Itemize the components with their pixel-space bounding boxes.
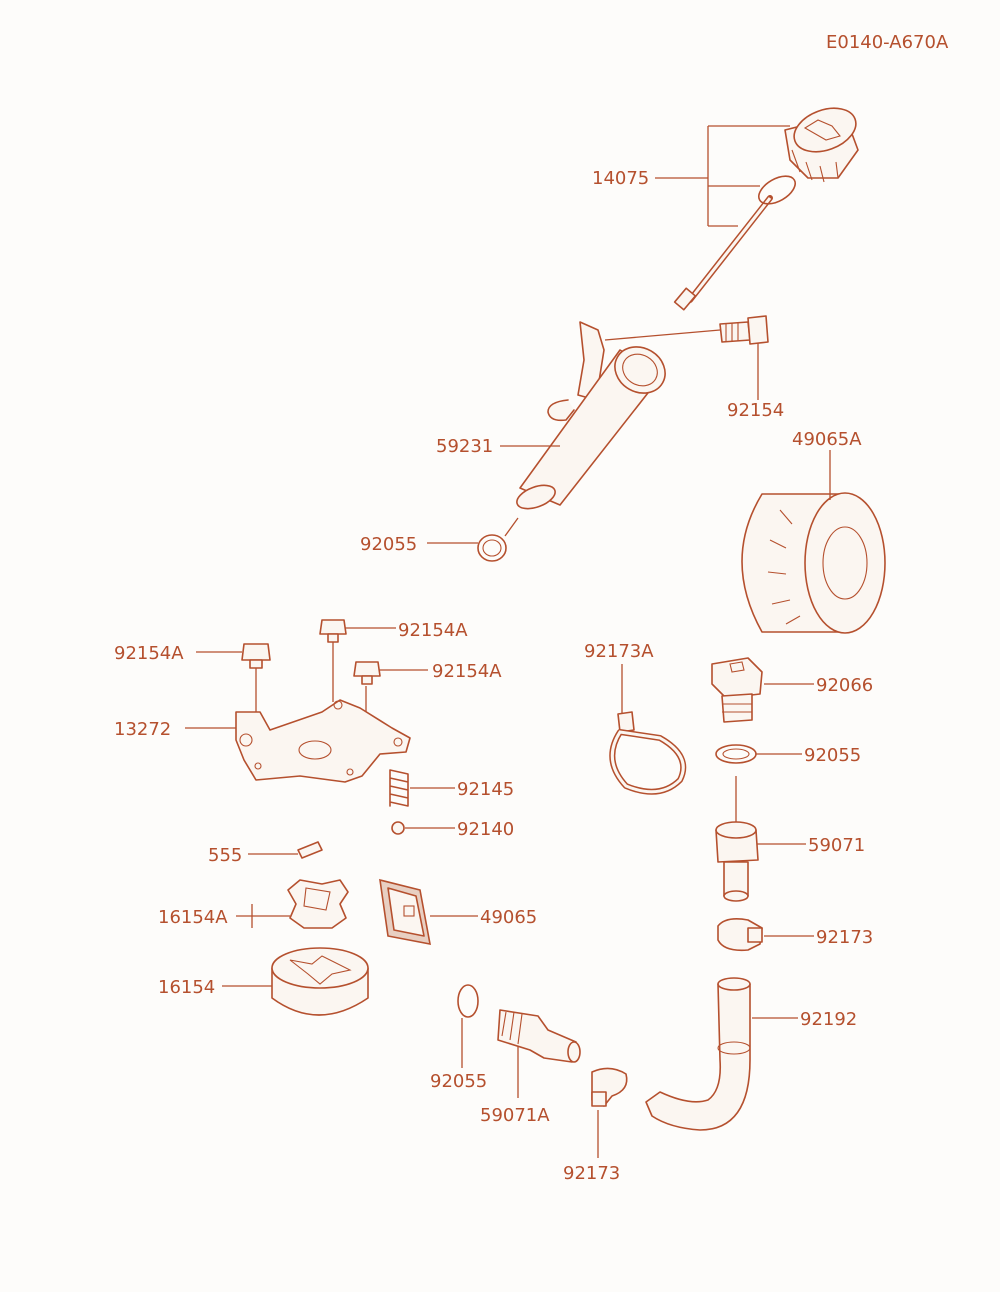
dipstick-cap xyxy=(655,107,859,311)
drain-fitting xyxy=(715,821,806,902)
relief-plate xyxy=(185,699,411,783)
drain-plug xyxy=(711,657,814,723)
oil-screen xyxy=(379,878,478,946)
label-92055-bottom: 92055 xyxy=(430,1071,487,1092)
label-92055-tube: 92055 xyxy=(360,534,417,555)
label-92192: 92192 xyxy=(800,1009,857,1030)
label-92154A-right: 92154A xyxy=(432,661,502,682)
label-16154A: 16154A xyxy=(158,907,228,928)
label-92173A: 92173A xyxy=(584,641,654,662)
label-92154: 92154 xyxy=(727,400,784,421)
pin xyxy=(248,841,323,859)
bolt-92154A-top xyxy=(319,619,396,702)
spring xyxy=(389,769,455,807)
label-92055-plug: 92055 xyxy=(804,745,861,766)
bolt-92154A-right xyxy=(353,661,428,720)
hose xyxy=(645,977,798,1131)
label-59071A: 59071A xyxy=(480,1105,550,1126)
clamp-92173-right xyxy=(717,918,814,952)
label-49065A: 49065A xyxy=(792,429,862,450)
ball xyxy=(391,821,455,835)
label-555: 555 xyxy=(208,845,242,866)
diagram-code: E0140-A670A xyxy=(826,32,949,53)
outer-rotor xyxy=(222,947,369,1016)
label-59231: 59231 xyxy=(436,436,493,457)
label-49065: 49065 xyxy=(480,907,537,928)
label-92173-bottom: 92173 xyxy=(563,1163,620,1184)
elbow-fitting xyxy=(497,1009,581,1098)
label-13272: 13272 xyxy=(114,719,171,740)
o-ring-bottom xyxy=(457,984,479,1068)
label-92154A-top: 92154A xyxy=(398,620,468,641)
label-59071: 59071 xyxy=(808,835,865,856)
label-92154A-left: 92154A xyxy=(114,643,184,664)
label-92145: 92145 xyxy=(457,779,514,800)
bolt-92154 xyxy=(604,315,769,400)
inner-rotor xyxy=(236,879,349,929)
filler-tube xyxy=(500,321,666,510)
label-92066: 92066 xyxy=(816,675,873,696)
washer-plug xyxy=(715,744,802,826)
label-92140: 92140 xyxy=(457,819,514,840)
label-16154: 16154 xyxy=(158,977,215,998)
oil-filter xyxy=(741,450,886,634)
clamp-92173-bottom xyxy=(591,1067,628,1158)
label-14075: 14075 xyxy=(592,168,649,189)
hose-clamp-92173A xyxy=(609,664,687,795)
o-ring-tube xyxy=(427,517,519,562)
label-92173-right: 92173 xyxy=(816,927,873,948)
